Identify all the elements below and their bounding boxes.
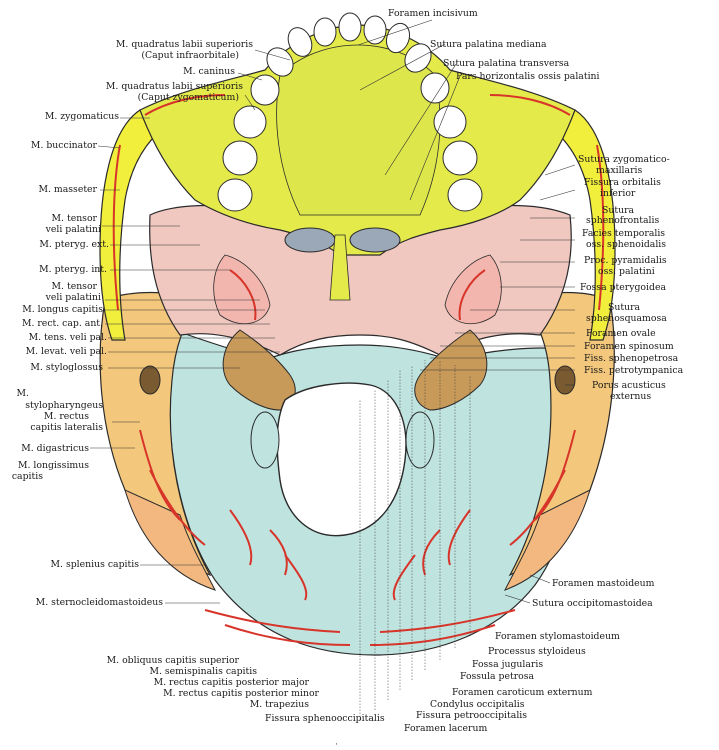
- teeth: [217, 12, 483, 212]
- label-m-tens-veli-pal: M. tens. veli pal.: [28, 332, 107, 343]
- label-fiss-petrotympanica: Fiss. petrotympanica: [584, 365, 684, 376]
- label-sutura-sphenofrontalis-2: sphenofrontalis: [586, 215, 660, 226]
- label-fossa-pterygoidea: Fossa pterygoidea: [580, 282, 666, 293]
- bottom-leader-lines: [359, 360, 471, 720]
- pterygoid-right: [444, 254, 502, 324]
- label-m-splenius: M. splenius capitis: [50, 559, 139, 570]
- label-porus-acusticus-2: externus: [610, 391, 652, 402]
- label-foramen-stylomastoideum: Foramen stylomastoideum: [495, 631, 620, 642]
- vomer: [329, 234, 351, 301]
- label-m-stylopharyngeus-1: M.: [16, 388, 29, 399]
- label-foramen-lacerum: Foramen lacerum: [404, 723, 488, 734]
- porus-acusticus-left: [139, 365, 161, 395]
- label-proc-pyramidalis-1: Proc. pyramidalis: [584, 255, 667, 266]
- label-fiss-sphenopetrosa: Fiss. sphenopetrosa: [584, 353, 679, 364]
- label-m-trapezius: M. trapezius: [249, 699, 309, 710]
- label-facies-temporalis-2: oss. sphenoidalis: [586, 239, 667, 250]
- label-foramen-ovale: Foramen ovale: [586, 328, 656, 339]
- label-m-tensor-veli-2b: veli palatini: [45, 292, 101, 303]
- label-m-longissimus-1: M. longissimus: [17, 460, 89, 471]
- label-m-tensor-veli-2a: M. tensor: [51, 281, 97, 292]
- muscle-attachments: [112, 94, 605, 646]
- label-foramen-incisivum: Foramen incisivum: [388, 8, 478, 19]
- pterygoid-left: [213, 254, 271, 324]
- label-sutura-palatina-transversa: Sutura palatina transversa: [443, 58, 570, 69]
- label-m-stylopharyngeus-2: stylopharyngeus: [25, 400, 103, 411]
- label-proc-pyramidalis-2: oss. palatini: [598, 266, 655, 277]
- label-m-quadratus-infraorbitale-1: M. quadratus labii superioris: [115, 39, 253, 50]
- label-sutura-sphenosquamosa-1: Sutura: [608, 302, 641, 313]
- label-m-rectus-lateralis-1: M. rectus: [43, 411, 89, 422]
- label-m-zygomaticus: M. zygomaticus: [44, 111, 119, 122]
- label-fissura-orbitalis-1: Fissura orbitalis: [584, 177, 661, 188]
- label-m-sternocleidomastoideus: M. sternocleidomastoideus: [35, 597, 163, 608]
- petrous-left: [222, 329, 296, 411]
- label-processus-styloideus: Processus styloideus: [488, 646, 586, 657]
- label-pars-horizontalis: Pars horizontalis ossis palatini: [456, 71, 600, 82]
- choana-left: [284, 227, 336, 253]
- label-m-tensor-veli-1b: veli palatini: [45, 224, 101, 235]
- label-fissura-petrooccipitalis: Fissura petrooccipitalis: [416, 710, 528, 721]
- label-foramen-mastoideum: Foramen mastoideum: [552, 578, 655, 589]
- label-fissura-orbitalis-2: inferior: [600, 188, 636, 199]
- label-condylus-occipitalis: Condylus occipitalis: [430, 699, 525, 710]
- label-sutura-zygomaticomaxillaris-1: Sutura zygomatico-: [578, 154, 670, 165]
- label-sutura-sphenosquamosa-2: sphenosquamosa: [586, 313, 667, 324]
- foramen-magnum: [276, 382, 407, 537]
- label-foramen-spinosum: Foramen spinosum: [584, 341, 674, 352]
- label-fossula-petrosa: Fossula petrosa: [460, 671, 535, 682]
- condyle-left: [250, 411, 280, 469]
- label-m-rect-cap-ant: M. rect. cap. ant.: [21, 318, 103, 329]
- label-m-styloglossus: M. styloglossus: [30, 362, 103, 373]
- zygomatic-arch-right: [538, 109, 616, 341]
- label-porus-acusticus-1: Porus acusticus: [592, 380, 666, 391]
- label-m-rectus-lateralis-2: capitis lateralis: [30, 422, 103, 433]
- label-sutura-zygomaticomaxillaris-2: maxillaris: [596, 165, 643, 176]
- label-sutura-occipitomastoidea: Sutura occipitomastoidea: [532, 598, 653, 609]
- label-m-quadratus-zygomaticum-2: (Caput zygomaticum): [137, 92, 239, 103]
- label-m-obliquus: M. obliquus capitis superior: [106, 655, 239, 666]
- label-facies-temporalis-1: Facies temporalis: [582, 228, 666, 239]
- label-m-quadratus-infraorbitale-2: (Caput infraorbitale): [141, 50, 239, 61]
- label-m-pteryg-int: M. pteryg. int.: [39, 264, 107, 275]
- label-m-rectus-major: M. rectus capitis posterior major: [153, 677, 309, 688]
- label-m-longissimus-2: capitis: [11, 471, 43, 482]
- label-sutura-sphenofrontalis-1: Sutura: [602, 205, 635, 216]
- label-fissura-sphenooccipitalis: Fissura sphenooccipitalis: [265, 713, 385, 724]
- label-foramen-caroticum: Foramen caroticum externum: [452, 687, 593, 698]
- choana-right: [349, 227, 401, 253]
- label-fossa-jugularis: Fossa jugularis: [472, 659, 544, 670]
- label-m-tensor-veli-1a: M. tensor: [51, 213, 97, 224]
- label-m-longus-capitis: M. longus capitis: [22, 304, 103, 315]
- label-sutura-palatina-mediana: Sutura palatina mediana: [430, 39, 547, 50]
- label-m-quadratus-zygomaticum-1: M. quadratus labii superioris: [105, 81, 243, 92]
- label-m-digastricus: M. digastricus: [21, 443, 89, 454]
- porus-acusticus-right: [554, 365, 576, 395]
- mastoid-right: [503, 489, 591, 591]
- label-m-semispinalis: M. semispinalis capitis: [149, 666, 257, 677]
- leader-lines: [90, 19, 576, 604]
- label-m-masseter: M. masseter: [38, 184, 97, 195]
- label-m-buccinator: M. buccinator: [30, 140, 97, 151]
- footer-mark: ·: [335, 740, 338, 750]
- label-m-caninus: M. caninus: [183, 66, 235, 77]
- label-m-levat-veli-pal: M. levat. veli pal.: [25, 346, 107, 357]
- condyle-right: [405, 411, 435, 469]
- label-m-pteryg-ext: M. pteryg. ext.: [39, 239, 109, 250]
- zygomatic-arch-left: [99, 109, 177, 341]
- label-m-rectus-minor: M. rectus capitis posterior minor: [163, 688, 319, 699]
